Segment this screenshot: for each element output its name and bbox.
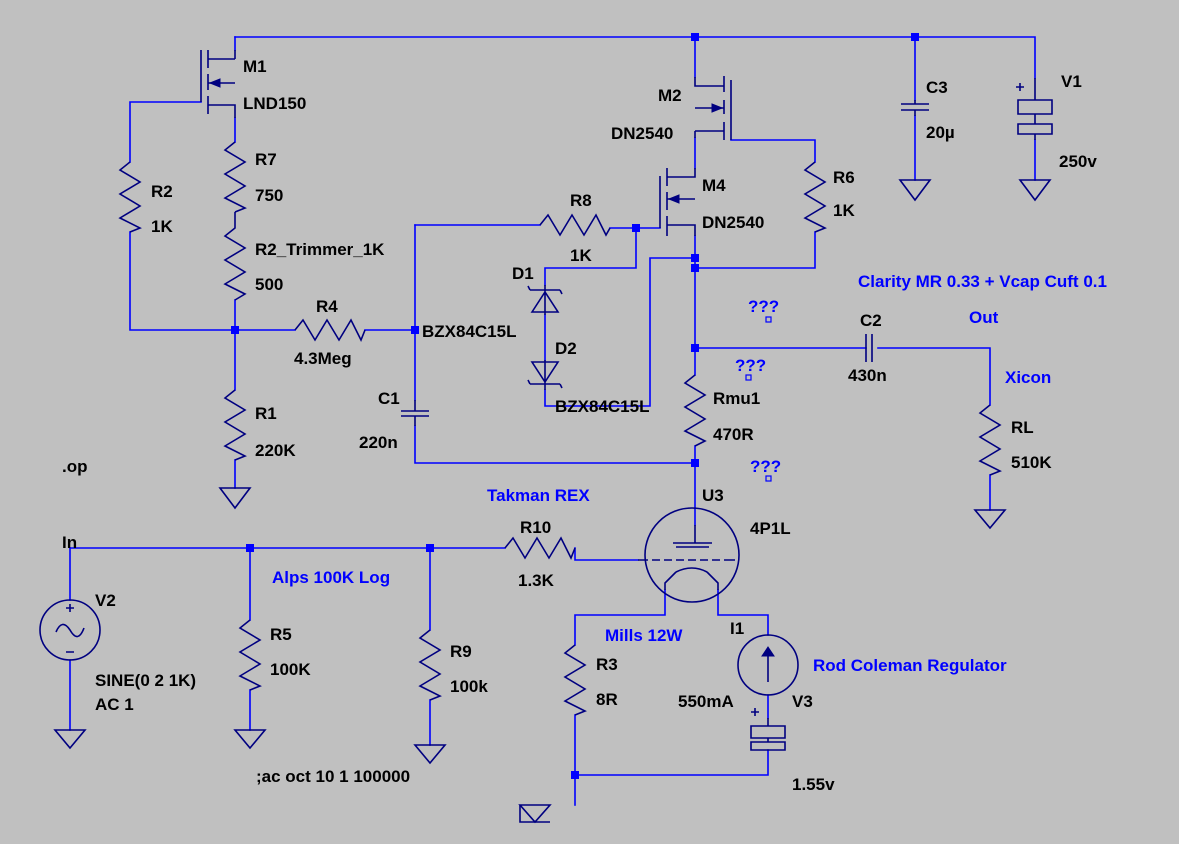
rod-note: Rod Coleman Regulator bbox=[813, 656, 1007, 675]
d1-value: BZX84C15L bbox=[422, 322, 516, 341]
c3-ref: C3 bbox=[926, 78, 948, 97]
xicon-note: Xicon bbox=[1005, 368, 1051, 387]
takman-note: Takman REX bbox=[487, 486, 590, 505]
sine-source-v2 bbox=[39, 599, 101, 661]
grounds bbox=[53, 179, 1052, 824]
resistor-r8 bbox=[539, 213, 611, 237]
resistor-r4 bbox=[294, 318, 366, 342]
r1-ref: R1 bbox=[255, 404, 277, 423]
unknown-note-3: ??? bbox=[750, 457, 781, 476]
v3-value: 1.55v bbox=[792, 775, 835, 794]
c1-value: 220n bbox=[359, 433, 398, 452]
battery-v1 bbox=[1016, 78, 1053, 140]
r7-ref: R7 bbox=[255, 150, 277, 169]
r8-value: 1K bbox=[570, 246, 592, 265]
resistor-r2-trimmer bbox=[223, 212, 247, 301]
r3-value: 8R bbox=[596, 690, 618, 709]
v3-ref: V3 bbox=[792, 692, 813, 711]
resistor-r2 bbox=[118, 161, 142, 233]
c3-value: 20µ bbox=[926, 123, 955, 142]
rmu1-value: 470R bbox=[713, 425, 754, 444]
clarity-note: Clarity MR 0.33 + Vcap Cuft 0.1 bbox=[858, 272, 1107, 291]
resistor-r1 bbox=[223, 389, 247, 461]
mills-note: Mills 12W bbox=[605, 626, 683, 645]
capacitor-c2 bbox=[865, 334, 873, 362]
mosfet-m4 bbox=[659, 168, 696, 236]
c2-ref: C2 bbox=[860, 311, 882, 330]
r4-ref: R4 bbox=[316, 297, 338, 316]
unknown-note-1: ??? bbox=[748, 297, 779, 316]
u3-ref: U3 bbox=[702, 486, 724, 505]
r1-value: 220K bbox=[255, 441, 296, 460]
d2-value: BZX84C15L bbox=[555, 397, 649, 416]
resistor-r10 bbox=[504, 536, 576, 560]
rl-value: 510K bbox=[1011, 453, 1052, 472]
r6-ref: R6 bbox=[833, 168, 855, 187]
resistor-r5 bbox=[238, 619, 262, 691]
r2-value: 1K bbox=[151, 217, 173, 236]
resistor-r6 bbox=[803, 161, 827, 233]
m2-ref: M2 bbox=[658, 86, 682, 105]
v2-ref: V2 bbox=[95, 591, 116, 610]
resistor-rl bbox=[978, 404, 1002, 476]
mosfet-m2 bbox=[694, 76, 732, 140]
battery-v3 bbox=[750, 708, 786, 751]
r3-ref: R3 bbox=[596, 655, 618, 674]
triode-u3 bbox=[638, 507, 740, 603]
alps-note: Alps 100K Log bbox=[272, 568, 390, 587]
unknown-markers bbox=[745, 316, 772, 482]
rl-ref: RL bbox=[1011, 418, 1034, 437]
net-label-in: In bbox=[62, 533, 77, 552]
r9-value: 100k bbox=[450, 677, 488, 696]
d2-ref: D2 bbox=[555, 339, 577, 358]
wires bbox=[69, 36, 1036, 806]
m4-value: DN2540 bbox=[702, 213, 764, 232]
i1-value: 550mA bbox=[678, 692, 734, 711]
resistor-r3 bbox=[563, 644, 587, 716]
v1-value: 250v bbox=[1059, 152, 1097, 171]
c1-ref: C1 bbox=[378, 389, 400, 408]
r5-ref: R5 bbox=[270, 625, 292, 644]
i1-ref: I1 bbox=[730, 619, 744, 638]
m1-ref: M1 bbox=[243, 57, 267, 76]
resistor-rmu1 bbox=[683, 374, 707, 447]
m4-ref: M4 bbox=[702, 176, 726, 195]
unknown-note-2: ??? bbox=[735, 356, 766, 375]
capacitor-c3 bbox=[901, 100, 929, 116]
r10-ref: R10 bbox=[520, 518, 551, 537]
r4-value: 4.3Meg bbox=[294, 349, 352, 368]
capacitor-c1 bbox=[401, 400, 429, 426]
ac-directive: ;ac oct 10 1 100000 bbox=[256, 767, 410, 786]
v2-value: SINE(0 2 1K) bbox=[95, 671, 196, 690]
r8-ref: R8 bbox=[570, 191, 592, 210]
r9-ref: R9 bbox=[450, 642, 472, 661]
mosfet-m1 bbox=[200, 50, 236, 118]
part-labels: M1 LND150 M2 DN2540 M4 DN2540 R2 1K R7 7… bbox=[62, 57, 1097, 794]
rmu1-ref: Rmu1 bbox=[713, 389, 760, 408]
r2-ref: R2 bbox=[151, 182, 173, 201]
r10-value: 1.3K bbox=[518, 571, 555, 590]
u3-value: 4P1L bbox=[750, 519, 791, 538]
resistor-r9 bbox=[418, 629, 442, 701]
m2-value: DN2540 bbox=[611, 124, 673, 143]
zener-d2 bbox=[527, 360, 563, 390]
junctions bbox=[231, 33, 919, 779]
annotations: Clarity MR 0.33 + Vcap Cuft 0.1 Out Xico… bbox=[272, 272, 1107, 675]
r2-trimmer-ref: R2_Trimmer_1K bbox=[255, 240, 385, 259]
v2-value2: AC 1 bbox=[95, 695, 134, 714]
r7-value: 750 bbox=[255, 186, 283, 205]
r5-value: 100K bbox=[270, 660, 311, 679]
zener-d1 bbox=[527, 285, 563, 315]
r6-value: 1K bbox=[833, 201, 855, 220]
v1-ref: V1 bbox=[1061, 72, 1082, 91]
current-source-i1 bbox=[737, 634, 799, 696]
c2-value: 430n bbox=[848, 366, 887, 385]
d1-ref: D1 bbox=[512, 264, 534, 283]
resistor-r7 bbox=[223, 141, 247, 213]
m1-value: LND150 bbox=[243, 94, 306, 113]
op-directive: .op bbox=[62, 457, 88, 476]
r2-trimmer-value: 500 bbox=[255, 275, 283, 294]
net-label-out: Out bbox=[969, 308, 999, 327]
